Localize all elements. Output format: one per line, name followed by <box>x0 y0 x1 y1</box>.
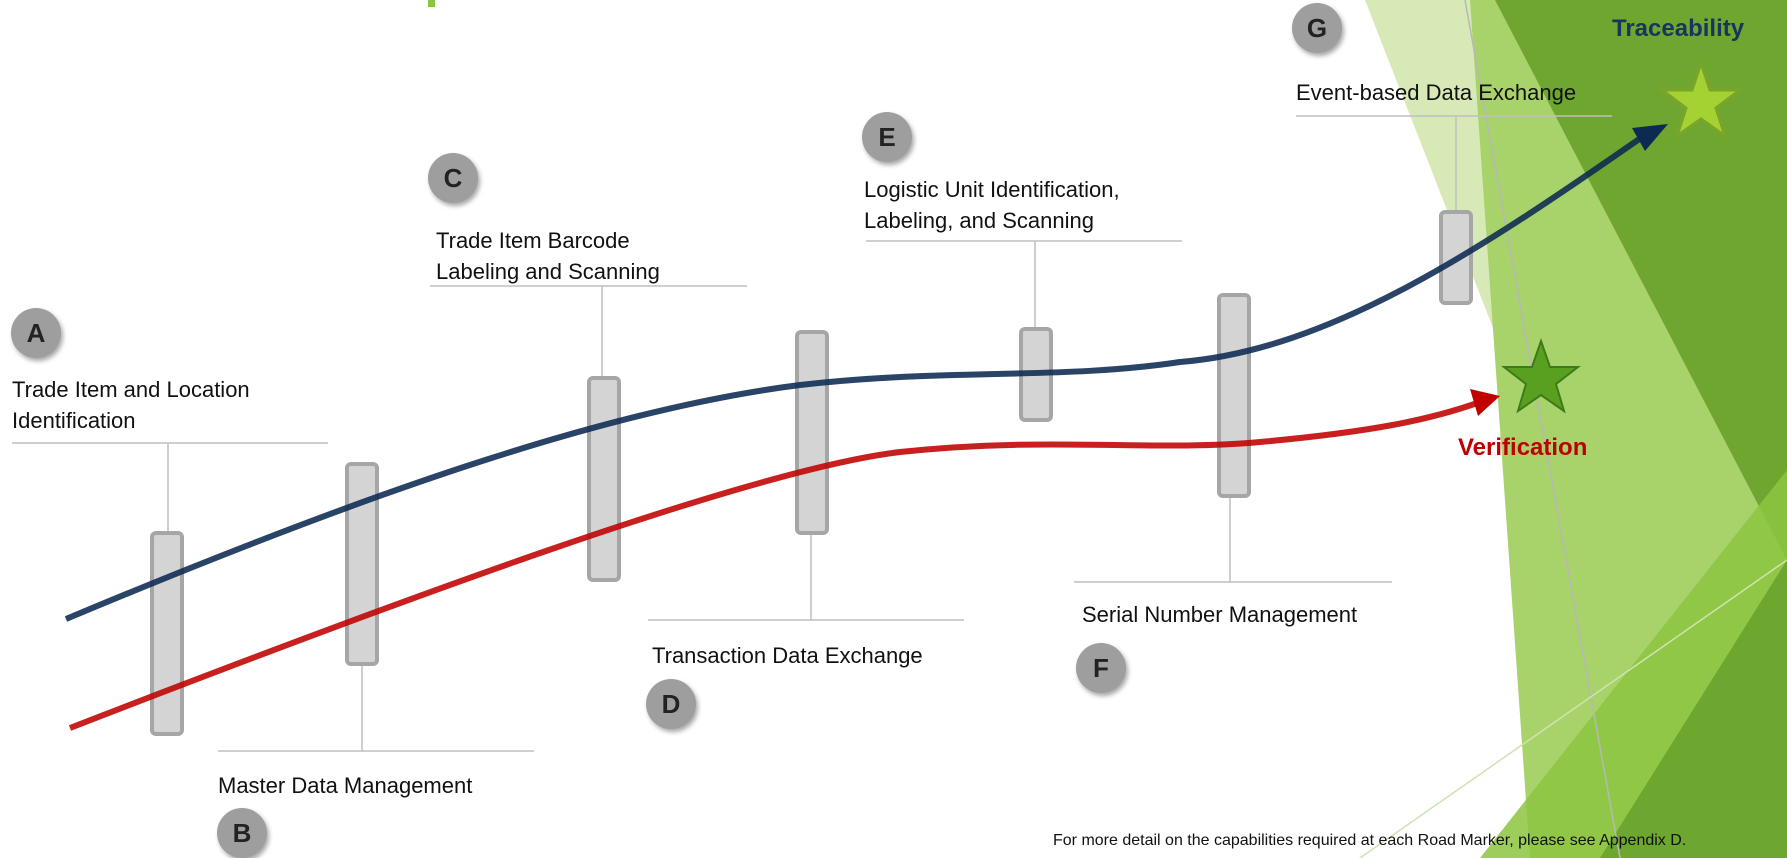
badge-f: F <box>1076 643 1126 693</box>
badge-b: B <box>217 808 267 858</box>
traceability-arrow-head <box>1632 124 1668 151</box>
label-b-line-1: Master Data Management <box>218 773 473 798</box>
badge-a: A <box>11 308 61 358</box>
badge-e: E <box>862 112 912 162</box>
label-d: Transaction Data Exchange <box>652 640 923 671</box>
label-a: Trade Item and Location Identification <box>12 374 250 436</box>
label-g-line-1: Event-based Data Exchange <box>1296 80 1577 105</box>
label-e: Logistic Unit Identification, Labeling, … <box>864 174 1120 236</box>
verification-arrow-head <box>1470 389 1500 416</box>
traceability-road <box>64 132 1647 622</box>
label-c: Trade Item Barcode Labeling and Scanning <box>436 225 660 287</box>
marker-post-c <box>587 376 621 582</box>
marker-post-d <box>795 330 829 535</box>
leader-lines <box>12 115 1612 752</box>
footnote: For more detail on the capabilities requ… <box>1053 832 1687 849</box>
traceability-star-icon <box>1657 58 1745 140</box>
badge-d: D <box>646 679 696 729</box>
green-band-dark <box>1495 0 1787 560</box>
label-f: Serial Number Management <box>1082 599 1357 630</box>
verification-star-icon <box>1501 337 1581 414</box>
decor-line-1 <box>1464 0 1621 858</box>
green-band-lower-dark <box>1600 560 1787 858</box>
marker-post-a <box>150 531 184 736</box>
title-accent <box>428 0 435 7</box>
marker-post-b <box>345 462 379 666</box>
label-a-line-1: Trade Item and Location <box>12 377 250 402</box>
label-e-line-1: Logistic Unit Identification, <box>864 177 1120 202</box>
decor-line-2 <box>1359 559 1787 858</box>
label-g: Event-based Data Exchange <box>1296 77 1576 108</box>
verification-label: Verification <box>1458 434 1588 461</box>
label-d-line-1: Transaction Data Exchange <box>652 643 923 668</box>
label-a-line-2: Identification <box>12 408 136 433</box>
label-b: Master Data Management <box>218 770 472 801</box>
traceability-label: Traceability <box>1612 15 1745 42</box>
label-c-line-2: Labeling and Scanning <box>436 259 660 284</box>
badge-g: G <box>1292 3 1342 53</box>
label-c-line-1: Trade Item Barcode <box>436 228 630 253</box>
marker-post-f <box>1217 293 1251 498</box>
road-markers <box>150 210 1473 736</box>
badge-c: C <box>428 153 478 203</box>
label-e-line-2: Labeling, and Scanning <box>864 208 1094 233</box>
label-f-line-1: Serial Number Management <box>1082 602 1358 627</box>
verification-road <box>68 399 1482 731</box>
